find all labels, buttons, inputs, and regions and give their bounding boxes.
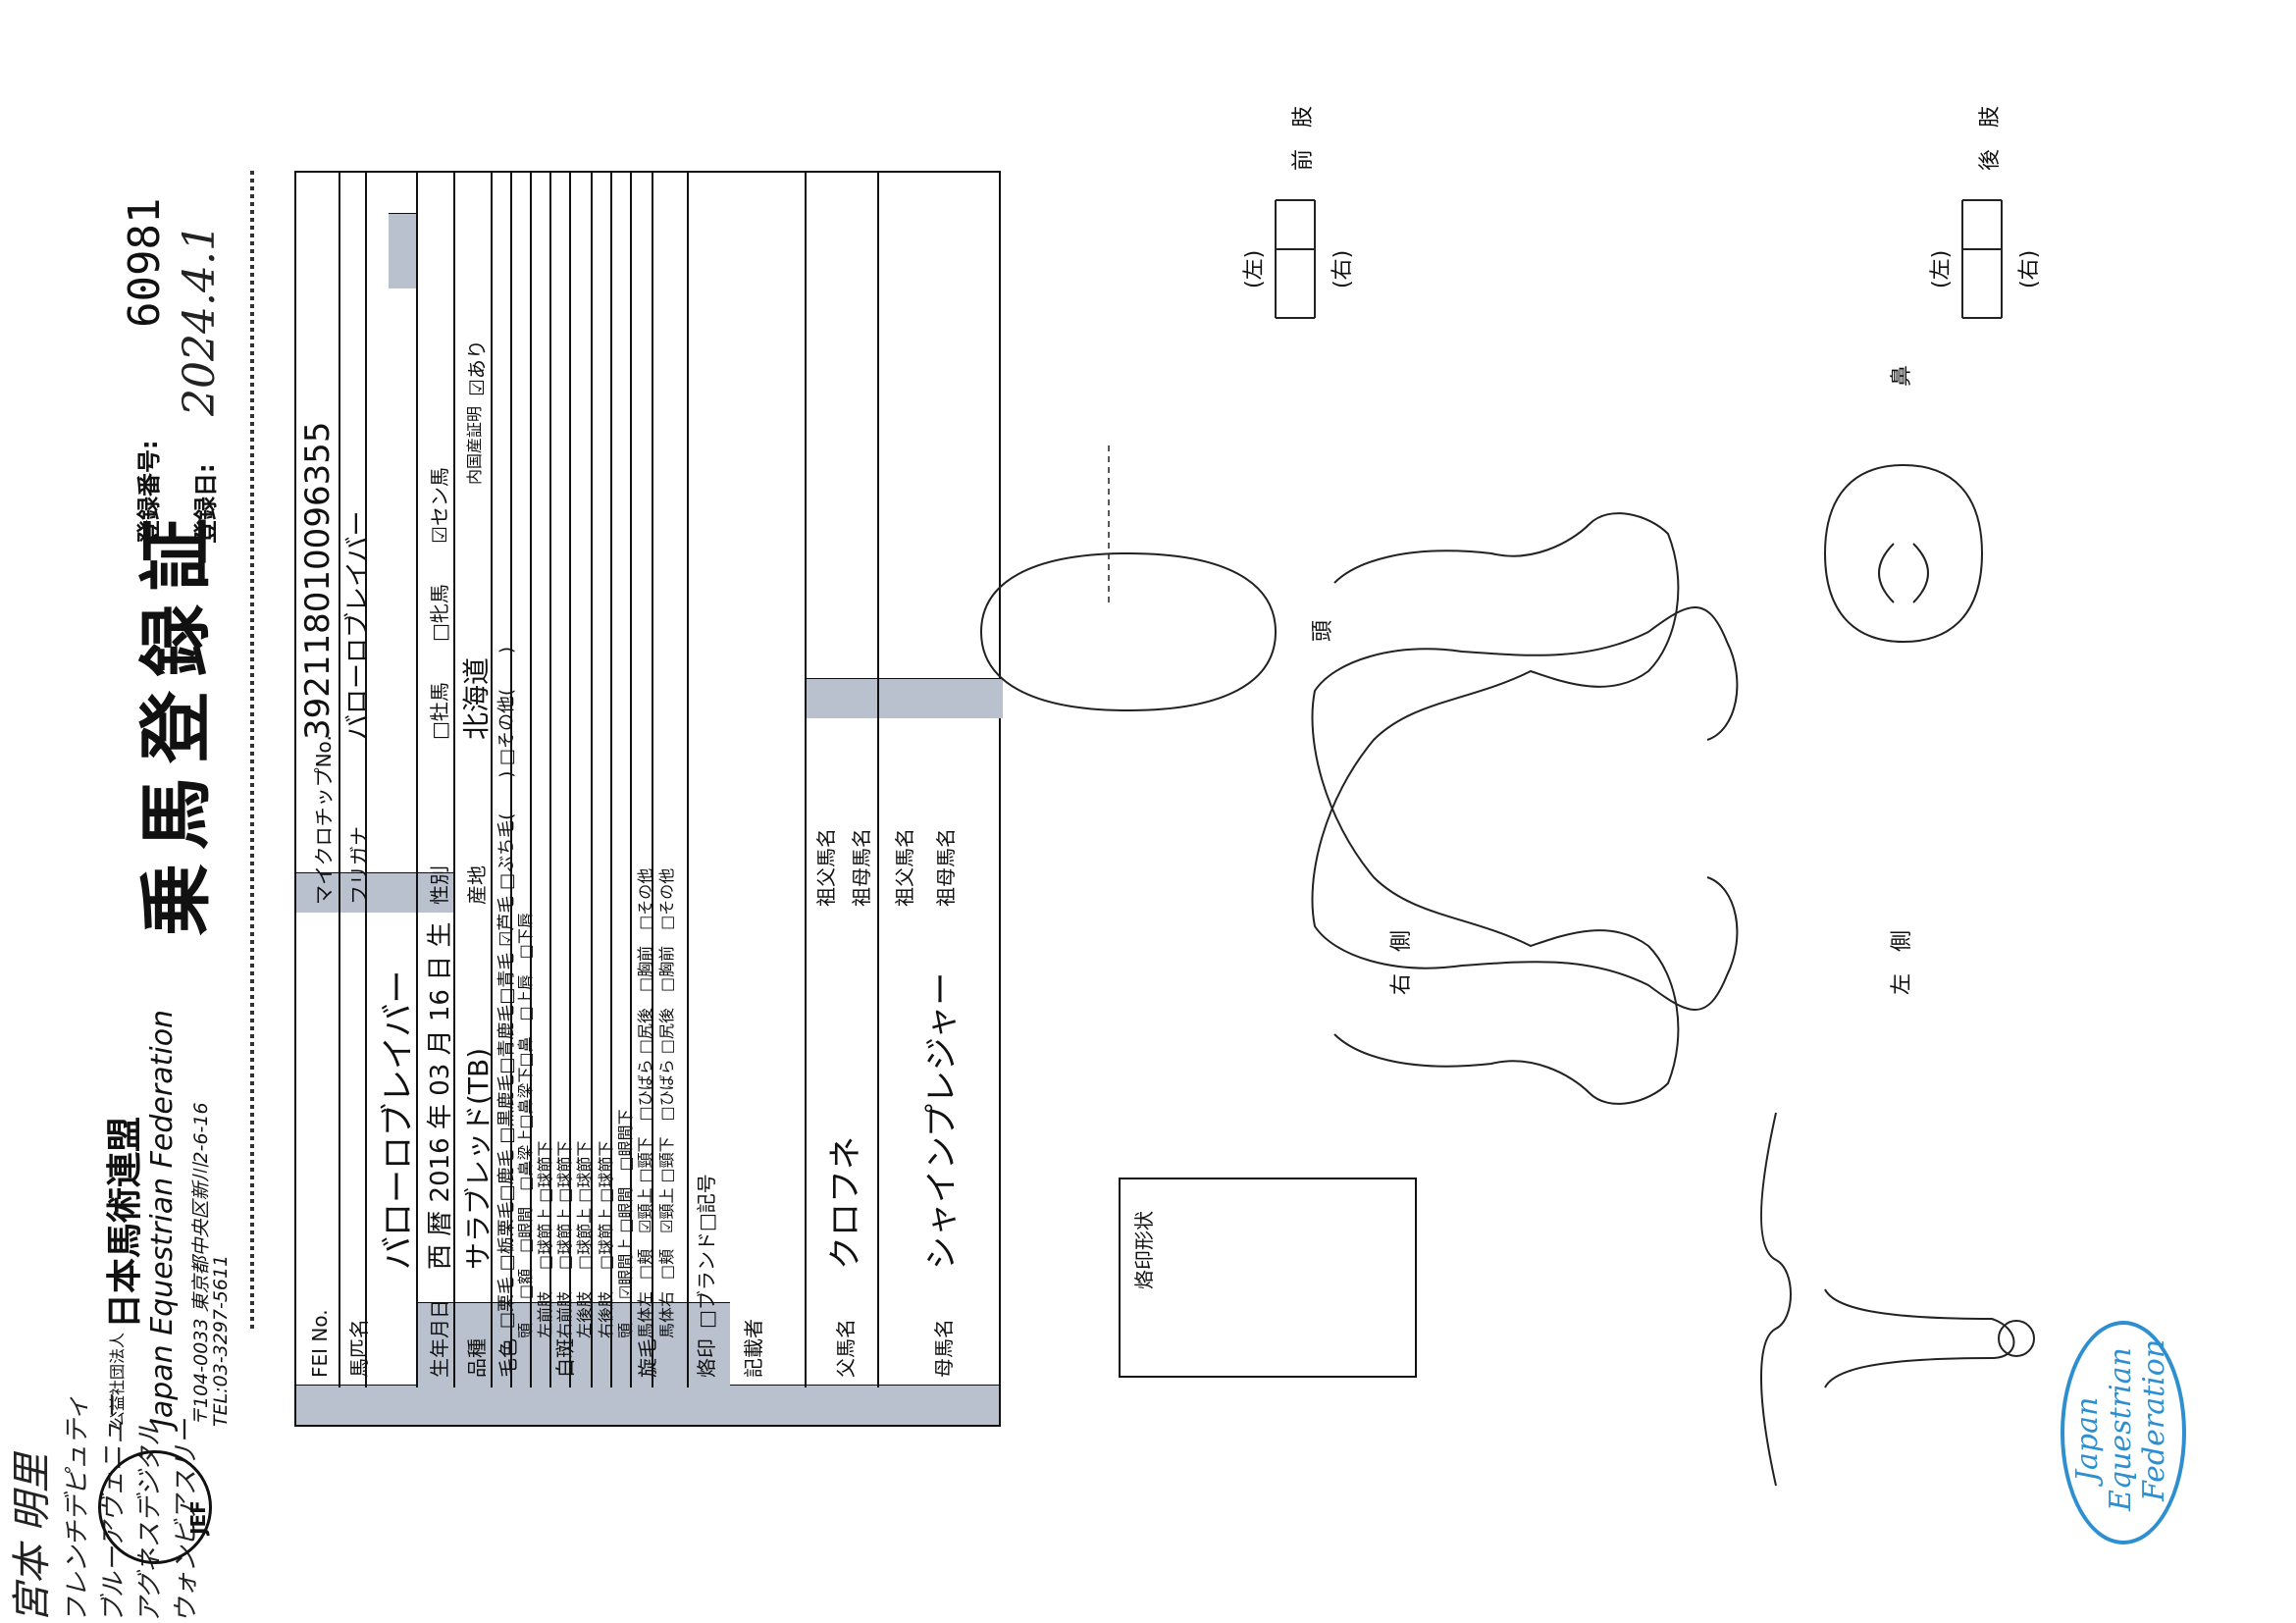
left-side-horse — [1311, 512, 1739, 1011]
muzzle-outline — [1823, 463, 1984, 644]
federation-stamp: Japan Equestrian Federation — [2061, 1321, 2186, 1544]
label-fore-left: (左) — [1242, 249, 1267, 288]
label-fore-right: (右) — [1331, 249, 1355, 288]
stamp-line3: Federation — [2137, 1338, 2171, 1501]
stamp-line2: Equestrian — [2104, 1347, 2138, 1511]
label-hind-right: (右) — [2017, 249, 2042, 288]
label-head: 頭 — [1311, 619, 1335, 642]
label-hind-left: (左) — [1929, 249, 1954, 288]
label-forelimbs: 前 肢 — [1291, 105, 1316, 171]
right-side-horse — [1311, 606, 1739, 1105]
stamp-line1: Japan — [2070, 1396, 2105, 1482]
label-left-side: 左 側 — [1890, 929, 1914, 995]
label-hindlimbs: 後 肢 — [1978, 105, 2003, 171]
label-muzzle: 鼻 — [1890, 364, 1914, 387]
label-right-side: 右 側 — [1389, 929, 1414, 995]
head-front — [979, 551, 1278, 712]
